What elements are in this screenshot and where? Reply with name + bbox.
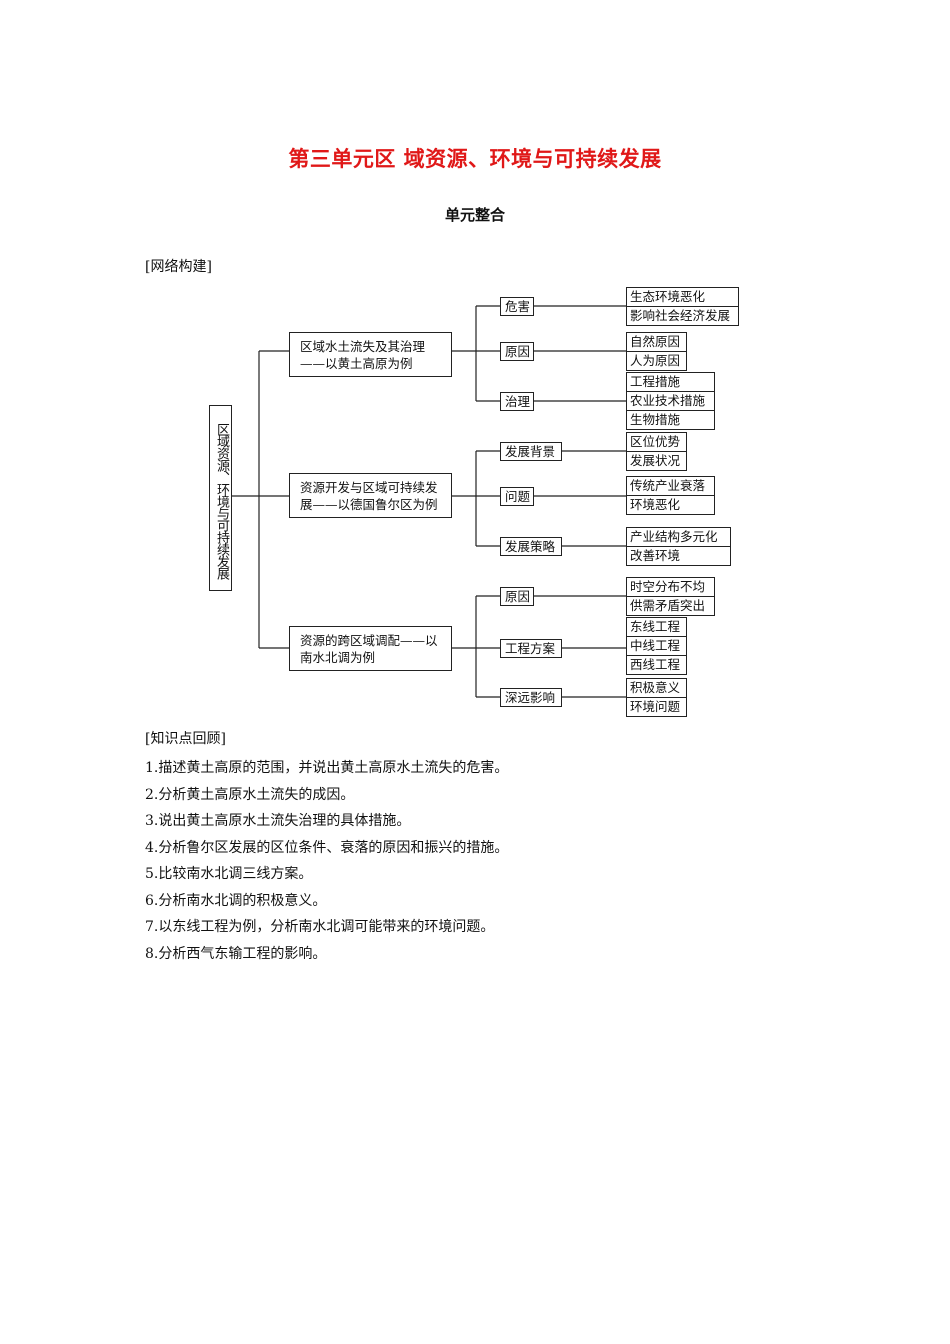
leaf-node: 工程措施	[627, 373, 714, 392]
leaf-node: 东线工程	[627, 618, 686, 637]
leaf-node: 西线工程	[630, 657, 681, 672]
sub-node: 原因	[500, 587, 534, 606]
list-item: 2.分析黄土高原水土流失的成因。	[145, 786, 355, 803]
leaf-node: 人为原因	[630, 353, 681, 368]
branch-title-line1: 区域水土流失及其治理	[300, 339, 426, 354]
leaf-group: 工程措施 农业技术措施 生物措施	[626, 372, 715, 430]
leaf-group: 区位优势 发展状况	[626, 432, 687, 471]
page-title: 第三单元区 域资源、环境与可持续发展	[288, 147, 662, 171]
branch-node-water-transfer: 资源的跨区域调配——以 南水北调为例	[289, 626, 452, 671]
list-item: 1.描述黄土高原的范围，并说出黄土高原水土流失的危害。	[145, 760, 509, 776]
sub-node: 原因	[500, 342, 534, 361]
list-item: 8.分析西气东输工程的影响。	[145, 945, 327, 962]
sub-node: 发展背景	[500, 442, 562, 461]
leaf-node: 发展状况	[630, 453, 681, 468]
leaf-node: 积极意义	[627, 679, 686, 698]
list-item: 7.以东线工程为例，分析南水北调可能带来的环境问题。	[145, 919, 495, 935]
leaf-group: 东线工程 中线工程 西线工程	[626, 617, 687, 675]
sub-node: 深远影响	[500, 688, 562, 707]
leaf-node: 影响社会经济发展	[630, 308, 731, 323]
sub-node: 危害	[500, 297, 534, 316]
branch-title-line1: 资源的跨区域调配——以	[300, 633, 438, 648]
list-item: 6.分析南水北调的积极意义。	[145, 892, 327, 909]
review-list: 1.描述黄土高原的范围，并说出黄土高原水土流失的危害。 2.分析黄土高原水土流失…	[145, 755, 508, 967]
leaf-node: 生物措施	[630, 412, 681, 427]
list-item: 4.分析鲁尔区发展的区位条件、衰落的原因和振兴的措施。	[145, 839, 509, 856]
leaf-node: 产业结构多元化	[627, 528, 730, 547]
branch-node-ruhr: 资源开发与区域可持续发 展——以德国鲁尔区为例	[289, 473, 452, 518]
leaf-node: 环境问题	[630, 699, 681, 714]
leaf-node: 传统产业衰落	[627, 477, 714, 496]
leaf-group: 自然原因 人为原因	[626, 332, 687, 371]
leaf-node: 改善环境	[630, 548, 681, 563]
connector-lines	[232, 305, 626, 698]
branch-title-line1: 资源开发与区域可持续发	[300, 480, 438, 495]
leaf-node: 中线工程	[627, 637, 686, 656]
leaf-group: 时空分布不均 供需矛盾突出	[626, 577, 715, 616]
root-node: 区域资源、环境与可持续发展	[209, 405, 232, 591]
list-item: 3.说出黄土高原水土流失治理的具体措施。	[145, 813, 411, 829]
leaf-node: 供需矛盾突出	[630, 598, 706, 613]
concept-map: 区域资源、环境与可持续发展 区域水土流失及其治理 ——以黄土高原为例 资源开发与…	[209, 287, 739, 717]
leaf-node: 区位优势	[627, 433, 686, 452]
list-item: 5.比较南水北调三线方案。	[145, 866, 313, 882]
leaf-group: 生态环境恶化 影响社会经济发展	[626, 287, 739, 326]
sub-node: 治理	[500, 392, 534, 411]
sub-node: 工程方案	[500, 639, 562, 658]
leaf-group: 传统产业衰落 环境恶化	[626, 476, 715, 515]
leaf-node: 自然原因	[627, 333, 686, 352]
branch-title-line2: ——以黄土高原为例	[300, 356, 413, 371]
sub-node: 问题	[500, 487, 534, 506]
leaf-group: 产业结构多元化 改善环境	[626, 527, 731, 566]
sub-node: 发展策略	[500, 537, 562, 556]
page-subtitle: 单元整合	[444, 206, 505, 224]
leaf-node: 农业技术措施	[627, 392, 714, 411]
leaf-node: 时空分布不均	[627, 578, 714, 597]
review-section-label: [知识点回顾]	[145, 731, 226, 747]
leaf-node: 环境恶化	[630, 497, 681, 512]
leaf-group: 积极意义 环境问题	[626, 678, 687, 717]
leaf-node: 生态环境恶化	[627, 288, 738, 307]
branch-node-loess: 区域水土流失及其治理 ——以黄土高原为例	[289, 332, 452, 377]
branch-title-line2: 南水北调为例	[300, 650, 376, 665]
network-section-label: [网络构建]	[145, 259, 212, 275]
branch-title-line2: 展——以德国鲁尔区为例	[300, 497, 438, 512]
